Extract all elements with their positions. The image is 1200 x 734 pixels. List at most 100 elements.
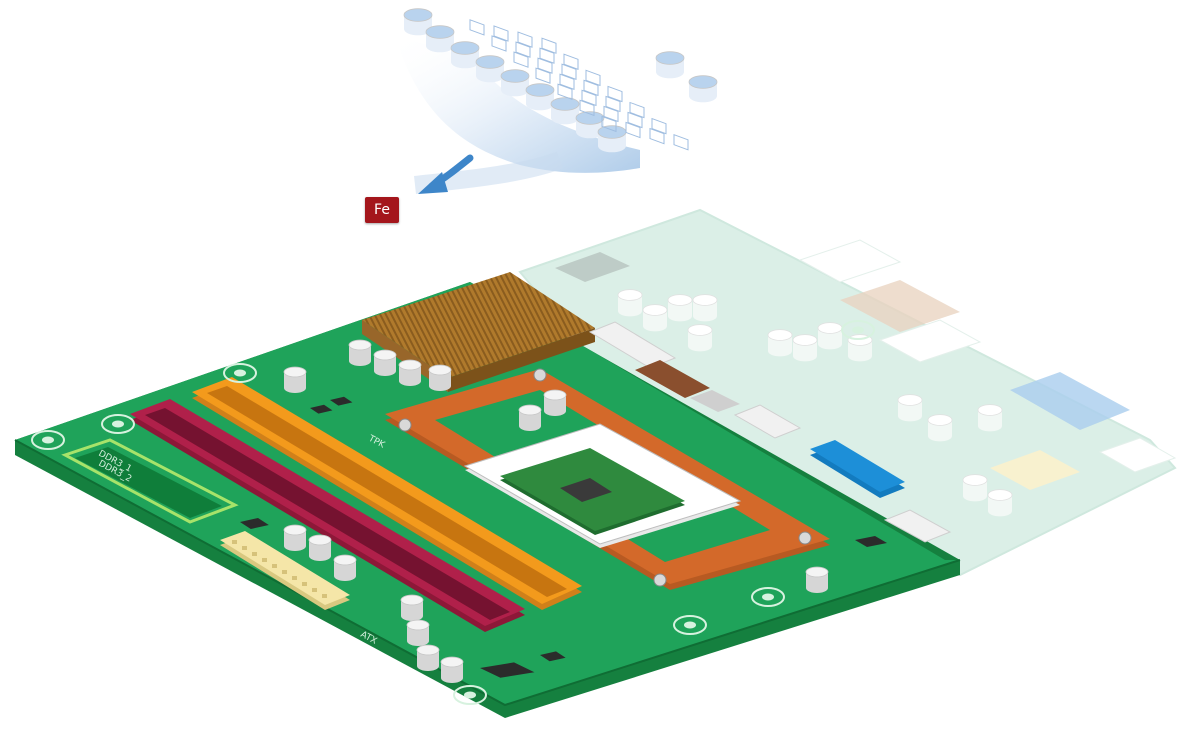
usb-header	[810, 440, 905, 498]
capacitor	[428, 364, 452, 391]
capacitor	[617, 289, 643, 317]
capacitor	[440, 656, 464, 683]
chipset-block	[635, 360, 710, 398]
atx-pin	[302, 582, 307, 586]
atx-pin	[312, 588, 317, 592]
ic-chips	[240, 396, 887, 678]
component-outline	[513, 51, 529, 68]
capacitor	[687, 324, 713, 352]
material-cylinder	[688, 75, 718, 103]
mounting-holes	[31, 320, 875, 705]
component-outline	[673, 133, 689, 151]
component-outline	[603, 105, 619, 123]
ic-chip	[240, 518, 269, 529]
capacitor	[308, 534, 332, 561]
dimm-slot-2	[192, 377, 582, 610]
cpu-chip	[500, 448, 685, 535]
component-outline	[469, 19, 485, 36]
material-cylinder	[655, 51, 685, 79]
capacitor	[543, 389, 567, 416]
mounting-hole	[673, 615, 707, 635]
component-outline	[649, 127, 665, 145]
capacitor	[987, 489, 1013, 517]
capacitor	[927, 414, 953, 442]
capacitor	[283, 524, 307, 551]
screw-icon	[533, 368, 547, 382]
material-stream	[395, 35, 640, 173]
capacitor	[962, 474, 988, 502]
ic-chip	[330, 396, 353, 406]
component-outline	[583, 79, 599, 97]
component-outline	[651, 117, 667, 135]
capacitor	[767, 329, 793, 357]
capacitor	[416, 644, 440, 671]
atx-pin	[282, 570, 287, 574]
sata-connector	[733, 404, 802, 439]
component-outline	[535, 67, 551, 84]
atx-pin	[232, 540, 237, 544]
material-cylinders	[403, 8, 718, 153]
iron-element-badge: Fe	[365, 197, 399, 223]
capacitor	[333, 554, 357, 581]
screw-icon	[398, 418, 412, 432]
screw-icon	[798, 531, 812, 545]
material-cylinder	[575, 111, 605, 139]
component-outline	[561, 63, 577, 81]
material-cylinder	[403, 8, 433, 36]
material-cubes-flow	[395, 8, 718, 194]
atx-pin	[242, 546, 247, 550]
material-cylinder	[500, 69, 530, 97]
material-cylinder	[475, 55, 505, 83]
arrow-down-left-icon	[418, 154, 474, 194]
component-outline	[607, 85, 623, 103]
sata-connector	[883, 509, 952, 543]
component-outline	[579, 99, 595, 117]
component-outline	[515, 41, 531, 58]
capacitor	[400, 594, 424, 621]
chipset-block	[690, 390, 740, 412]
capacitor	[792, 334, 818, 362]
component-outline	[557, 83, 573, 100]
atx-pin	[322, 594, 327, 598]
component-outline	[493, 25, 509, 42]
mounting-hole	[31, 430, 65, 450]
atx-power-connector	[220, 531, 350, 610]
component-outline	[539, 47, 555, 64]
material-cylinder	[597, 125, 627, 153]
component-outline	[625, 121, 641, 139]
capacitor	[977, 404, 1003, 432]
pcb-ghost-section	[518, 208, 1177, 577]
material-cylinder	[425, 25, 455, 53]
component-outline	[585, 69, 601, 87]
component-outline	[517, 31, 533, 48]
capacitor	[667, 294, 693, 322]
ic-chip	[310, 404, 333, 414]
atx-pin	[262, 558, 267, 562]
mounting-hole	[101, 414, 135, 434]
component-outline	[601, 115, 617, 133]
component-outline	[627, 111, 643, 129]
component-outline	[541, 37, 557, 54]
heatsink	[362, 272, 595, 392]
capacitor	[805, 566, 829, 593]
screw-icon	[653, 573, 667, 587]
capacitor	[283, 366, 307, 393]
capacitor	[642, 304, 668, 332]
ic-chip	[855, 536, 887, 547]
ic-chip	[480, 662, 535, 678]
mounting-hole	[223, 363, 257, 383]
pcie-slot	[61, 438, 239, 524]
material-cylinder	[450, 41, 480, 69]
ide-connector	[588, 321, 677, 369]
capacitor	[817, 322, 843, 350]
component-outline	[581, 89, 597, 107]
component-outline	[629, 101, 645, 119]
component-outline	[563, 53, 579, 71]
mounting-hole	[751, 587, 785, 607]
capacitor	[692, 294, 718, 322]
capacitor	[398, 359, 422, 386]
dimm-slot-1	[130, 399, 525, 632]
mounting-hole	[453, 685, 487, 705]
capacitor	[847, 334, 873, 362]
